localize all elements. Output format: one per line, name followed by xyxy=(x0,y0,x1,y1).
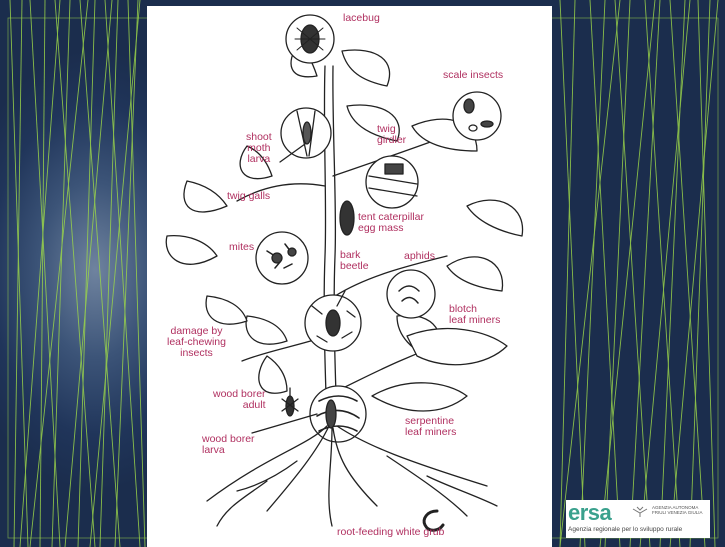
decorative-line xyxy=(670,0,718,547)
leaf xyxy=(447,257,503,291)
wood-borer-adult xyxy=(286,396,294,416)
label-aphids: aphids xyxy=(404,251,435,262)
decorative-line xyxy=(640,0,690,547)
decorative-line xyxy=(40,0,45,547)
decorative-line xyxy=(10,0,28,547)
leaf xyxy=(246,316,287,344)
leaf xyxy=(206,296,247,324)
label-twig-galls: twig galls xyxy=(227,191,270,202)
label-wood-borer-larva: wood borer larva xyxy=(202,434,255,456)
leaf xyxy=(184,181,227,212)
decorative-line xyxy=(30,0,60,547)
label-wood-borer-adult: wood borer adult xyxy=(213,389,266,411)
decorative-line xyxy=(78,0,95,547)
scale-shell xyxy=(464,99,474,113)
label-shoot-moth-larva: shoot moth larva xyxy=(246,132,272,165)
decorative-line xyxy=(698,0,715,547)
eagle-icon xyxy=(632,506,648,518)
diagram-panel: lacebug scale insects shoot moth larva t… xyxy=(147,6,552,547)
decorative-line xyxy=(580,0,605,547)
main-stem-right xyxy=(333,66,337,426)
logo-wordmark: ersa xyxy=(568,501,611,525)
logo-tagline: Agenzia regionale per lo sviluppo rurale xyxy=(568,526,682,533)
mite xyxy=(272,253,282,263)
leaf xyxy=(372,383,467,411)
decorative-line xyxy=(65,0,112,547)
label-blotch-leaf-miners: blotch leaf miners xyxy=(449,304,500,326)
egg-mass xyxy=(340,201,354,235)
decorative-line xyxy=(20,0,60,547)
wood-borer-larva-body xyxy=(326,400,336,428)
decorative-line xyxy=(645,0,680,547)
leaf xyxy=(407,329,507,365)
decorative-line xyxy=(605,0,630,547)
label-tent-caterpillar: tent caterpillar egg mass xyxy=(358,212,424,234)
twig-girdler-beetle xyxy=(385,164,403,174)
scale-shell xyxy=(469,125,477,131)
scale-shell xyxy=(481,121,493,127)
shoot-moth-larva-body xyxy=(303,122,311,144)
leaf xyxy=(342,50,390,86)
decorative-line xyxy=(660,0,685,547)
label-damage-leaf-chewing: damage by leaf-chewing insects xyxy=(167,326,226,359)
arrow-wood-borer-larva xyxy=(252,414,317,433)
circle-scale-insects xyxy=(453,92,501,140)
circle-aphids xyxy=(387,270,435,318)
leaf xyxy=(166,236,217,265)
label-scale-insects: scale insects xyxy=(443,70,503,81)
label-twig-girdler: twig girdler xyxy=(377,124,406,146)
plant-pest-diagram xyxy=(147,6,552,547)
label-serpentine-leaf-miners: serpentine leaf miners xyxy=(405,416,456,438)
decorative-line xyxy=(590,0,620,547)
label-lacebug: lacebug xyxy=(343,13,380,24)
label-mites: mites xyxy=(229,242,254,253)
label-root-feeding-grub: root-feeding white grub xyxy=(337,527,444,538)
mite xyxy=(288,248,296,256)
decorative-line xyxy=(80,0,120,547)
decorative-line xyxy=(560,0,620,547)
label-bark-beetle: bark beetle xyxy=(340,250,369,272)
decorative-line xyxy=(30,0,88,547)
decorative-line xyxy=(600,0,655,547)
bark-beetle-body xyxy=(326,310,340,336)
logo-agency-name: AGENZIA AUTONOMA FRIULI VENEZIA GIULIA xyxy=(652,505,703,515)
decorative-line xyxy=(14,0,22,547)
decorative-line xyxy=(128,0,145,547)
ersa-logo: ersa AGENZIA AUTONOMA FRIULI VENEZIA GIU… xyxy=(566,500,710,538)
leaf xyxy=(467,200,523,236)
